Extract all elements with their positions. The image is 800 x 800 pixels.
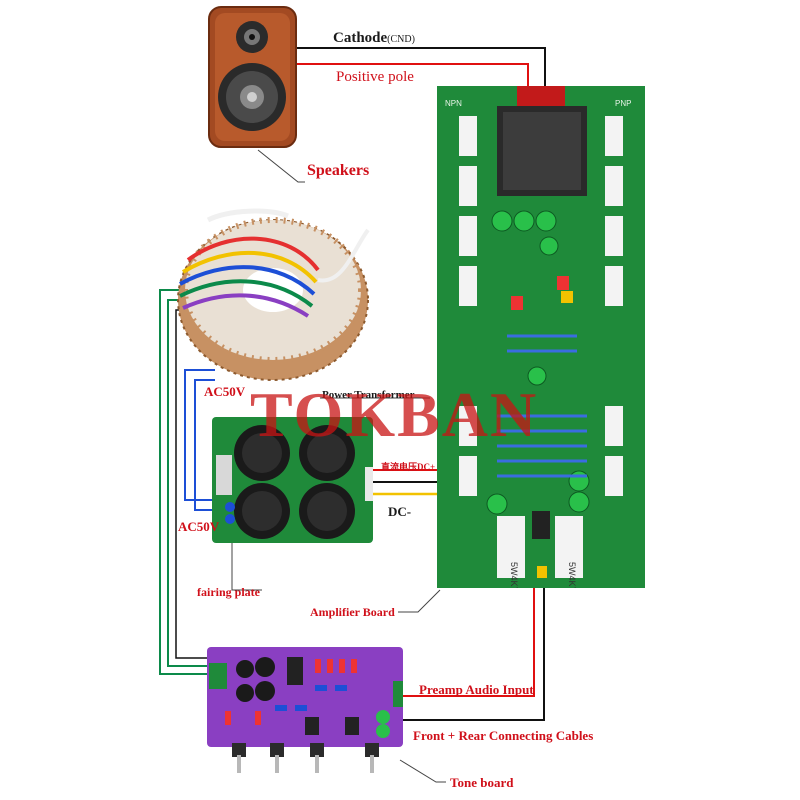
amplifier-board-icon: 5W4K7J 5W4K7J NPN PNP — [437, 86, 645, 588]
pnp-marking: PNP — [615, 99, 631, 108]
cathode-label: Cathode(CND) — [333, 30, 415, 46]
dc-plus-label: 直流电压DC+ — [381, 462, 436, 472]
positive-pole-label: Positive pole — [336, 69, 414, 85]
tone-board-icon — [207, 647, 403, 773]
audio-cable-black — [400, 585, 545, 721]
resistor-marking-right: 5W4K7J — [567, 562, 577, 588]
amplifier-board-label: Amplifier Board — [310, 605, 395, 619]
preamp-audio-input-label: Preamp Audio Input — [419, 682, 534, 697]
tone-board-label: Tone board — [450, 775, 514, 790]
cathode-wire — [270, 47, 546, 86]
npn-marking: NPN — [445, 99, 462, 108]
front-rear-cables-label: Front + Rear Connecting Cables — [413, 728, 594, 743]
speakers-label: Speakers — [307, 162, 370, 179]
ac-wire-top — [184, 369, 222, 501]
toroidal-transformer-icon — [177, 208, 370, 381]
speaker-icon — [208, 6, 297, 148]
dc-minus-label: DC- — [388, 504, 412, 519]
audio-cable-red — [400, 585, 535, 697]
watermark: TOKBAN — [250, 379, 539, 450]
ac-wire-bottom — [194, 379, 222, 511]
ac50v-top-label: AC50V — [204, 384, 246, 399]
tone-power-wire-1 — [159, 289, 216, 675]
fairing-plate-label: fairing plate — [197, 585, 260, 599]
ac50v-bottom-label: AC50V — [178, 519, 220, 534]
power-transformer-label: Power Transformer — [322, 389, 415, 401]
rectifier-board-icon — [212, 417, 373, 543]
resistor-marking-left: 5W4K7J — [509, 562, 519, 588]
positive-wire — [270, 63, 529, 86]
